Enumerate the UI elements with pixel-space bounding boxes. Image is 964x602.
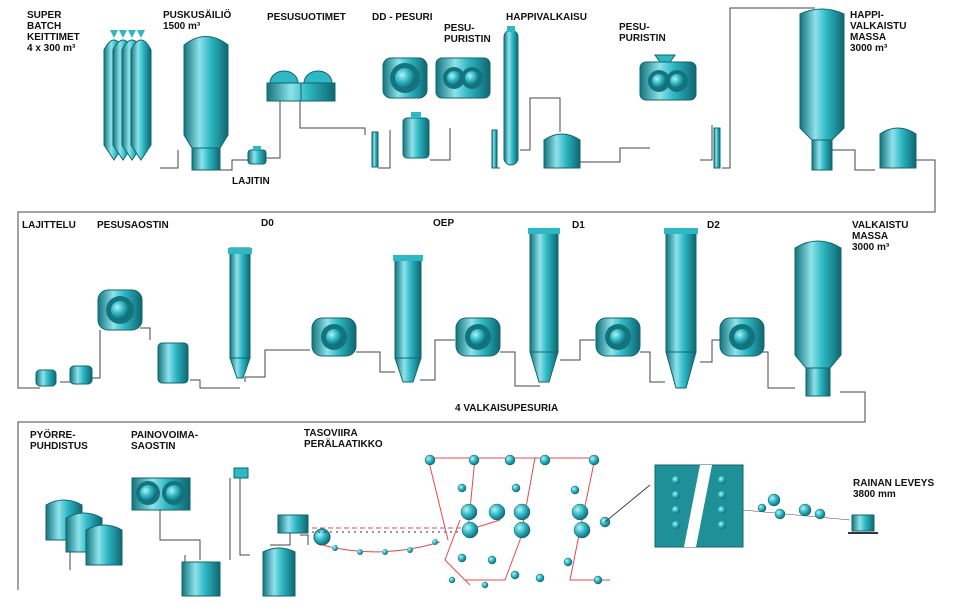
label-pesupuristin-2: PESU- PURISTIN: [619, 22, 666, 44]
label-d2: D2: [707, 220, 720, 231]
storage-tank-row1: [879, 127, 917, 169]
d0-tower: [228, 247, 252, 379]
finishing-rolls: [742, 493, 851, 521]
oep-tower: [393, 255, 423, 383]
label-valkaistu-massa: VALKAISTU MASSA 3000 m³: [852, 220, 909, 253]
process-pipes: [17, 7, 936, 590]
web-to-dryer: [604, 484, 651, 523]
headbox: [277, 514, 331, 546]
standpipe-2: [491, 129, 498, 169]
label-happivalkaisu: HAPPIVALKAISU: [506, 12, 587, 23]
d1-tower: [528, 228, 560, 383]
label-lajitin: LAJITIN: [232, 176, 270, 187]
washer-d1: [595, 317, 641, 357]
wash-press-2: [639, 54, 697, 101]
label-tasoviira: TASOVIIRA PERÄLAATIKKO: [304, 428, 383, 450]
gravity-thickener: [131, 477, 191, 511]
air-dryer-hood: [654, 464, 744, 548]
washer-thickener: [97, 289, 143, 331]
d2-tower: [664, 228, 698, 389]
wash-filters: [266, 70, 336, 102]
cyclone-cleaners: [45, 499, 123, 566]
washer-oep: [455, 317, 501, 357]
label-pesusuotimet: PESUSUOTIMET: [267, 12, 346, 23]
washer-d2: [719, 317, 765, 357]
standpipe-1: [371, 131, 379, 168]
screen-lajitin: [247, 146, 267, 165]
label-pesupuristin-1: PESU- PURISTIN: [444, 23, 491, 45]
headbox-tank: [262, 547, 296, 597]
buffer-tank-1500: [183, 36, 229, 171]
dryer-section: [427, 457, 610, 586]
dd-tank: [402, 112, 430, 159]
label-lajittelu: LAJITTELU: [22, 220, 76, 231]
label-dd-pesuri: DD - PESURI: [372, 12, 433, 23]
label-pyorrepuhdistus: PYÖRRE- PUHDISTUS: [30, 430, 88, 452]
screening-units: [35, 365, 93, 387]
pesusaostin-tank: [157, 342, 189, 384]
label-rainan-leveys: RAINAN LEVEYS 3800 mm: [853, 478, 935, 500]
standpipe-3: [713, 127, 721, 169]
bleached-storage-tower: [794, 240, 842, 397]
gravity-tank: [181, 561, 221, 597]
wash-press-1: [435, 57, 491, 99]
label-d1: D1: [572, 220, 585, 231]
label-super-batch: SUPER BATCH KEITTIMET 4 x 300 m³: [27, 10, 80, 54]
label-painovoimasaostin: PAINOVOIMA- SAOSTIN: [131, 430, 199, 452]
oxygen-blow-tank: [543, 133, 581, 169]
label-valkaisupesuria: 4 VALKAISUPESURIA: [455, 403, 559, 414]
reel: [848, 514, 878, 534]
oxygen-bleached-storage: [799, 8, 845, 171]
super-batch-digesters: [103, 30, 152, 161]
label-oep: OEP: [433, 218, 455, 229]
dd-washer: [382, 57, 428, 99]
fourdrinier-wire: [312, 527, 462, 555]
label-happivalkaistu-massa: HAPPI- VALKAISTU MASSA 3000 m³: [850, 10, 907, 54]
label-d0: D0: [261, 218, 274, 229]
washer-d0: [311, 317, 357, 357]
oxygen-bleach-tower: [503, 26, 519, 166]
label-puskusailio: PUSKUSÄILIÖ 1500 m³: [163, 10, 232, 32]
deaerator-box: [233, 467, 249, 479]
label-pesusaostin: PESUSAOSTIN: [97, 220, 169, 231]
